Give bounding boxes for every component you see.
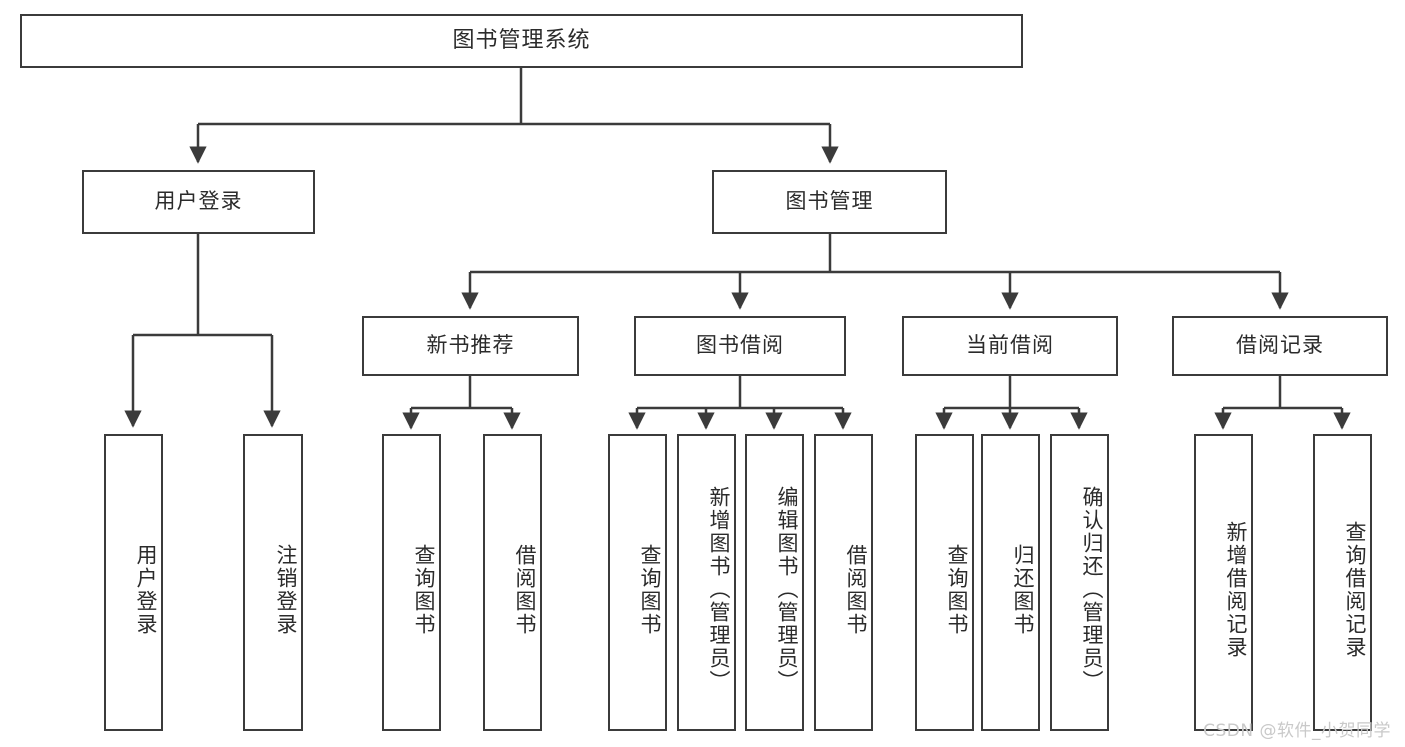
node-label: 编辑图书（管理员）: [775, 486, 799, 693]
csdn-watermark: CSDN @软件_小贺同学: [1203, 721, 1391, 741]
node-label: 新书推荐: [426, 333, 515, 358]
node-leaf-borrow-book-1[interactable]: 借阅图书: [483, 434, 542, 731]
node-label: 图书借阅: [696, 333, 784, 358]
node-new-book-recommend[interactable]: 新书推荐: [362, 316, 579, 376]
node-label: 注销登录: [274, 543, 298, 636]
node-label: 图书管理: [785, 189, 874, 214]
node-leaf-query-book-1[interactable]: 查询图书: [382, 434, 441, 731]
node-leaf-edit-book[interactable]: 编辑图书（管理员）: [745, 434, 804, 731]
node-label: 图书管理系统: [452, 27, 591, 53]
node-current-borrow[interactable]: 当前借阅: [902, 316, 1118, 376]
node-label: 查询图书: [945, 543, 969, 636]
node-label: 查询图书: [638, 543, 662, 636]
node-label: 用户登录: [154, 189, 243, 214]
node-leaf-user-logout[interactable]: 注销登录: [243, 434, 303, 731]
node-leaf-return-book[interactable]: 归还图书: [981, 434, 1040, 731]
node-label: 查询图书: [412, 543, 436, 636]
node-leaf-confirm-return[interactable]: 确认归还（管理员）: [1050, 434, 1109, 731]
node-label: 借阅记录: [1236, 333, 1324, 358]
node-book-manage[interactable]: 图书管理: [712, 170, 947, 234]
node-label: 借阅图书: [513, 543, 537, 636]
node-book-borrow[interactable]: 图书借阅: [634, 316, 846, 376]
node-leaf-borrow-book-2[interactable]: 借阅图书: [814, 434, 873, 731]
node-leaf-add-book[interactable]: 新增图书（管理员）: [677, 434, 736, 731]
node-leaf-add-record[interactable]: 新增借阅记录: [1194, 434, 1253, 731]
node-label: 新增图书（管理员）: [707, 486, 731, 693]
node-label: 确认归还（管理员）: [1080, 486, 1104, 693]
node-leaf-query-book-3[interactable]: 查询图书: [915, 434, 974, 731]
node-label: 用户登录: [134, 543, 158, 636]
node-label: 查询借阅记录: [1343, 520, 1367, 659]
node-borrow-record[interactable]: 借阅记录: [1172, 316, 1388, 376]
node-leaf-query-book-2[interactable]: 查询图书: [608, 434, 667, 731]
node-label: 归还图书: [1011, 543, 1035, 636]
node-user-login[interactable]: 用户登录: [82, 170, 315, 234]
node-root-system[interactable]: 图书管理系统: [20, 14, 1023, 68]
node-leaf-query-record[interactable]: 查询借阅记录: [1313, 434, 1372, 731]
node-label: 当前借阅: [966, 333, 1054, 358]
node-label: 新增借阅记录: [1224, 520, 1248, 659]
node-label: 借阅图书: [844, 543, 868, 636]
node-leaf-user-login[interactable]: 用户登录: [104, 434, 163, 731]
